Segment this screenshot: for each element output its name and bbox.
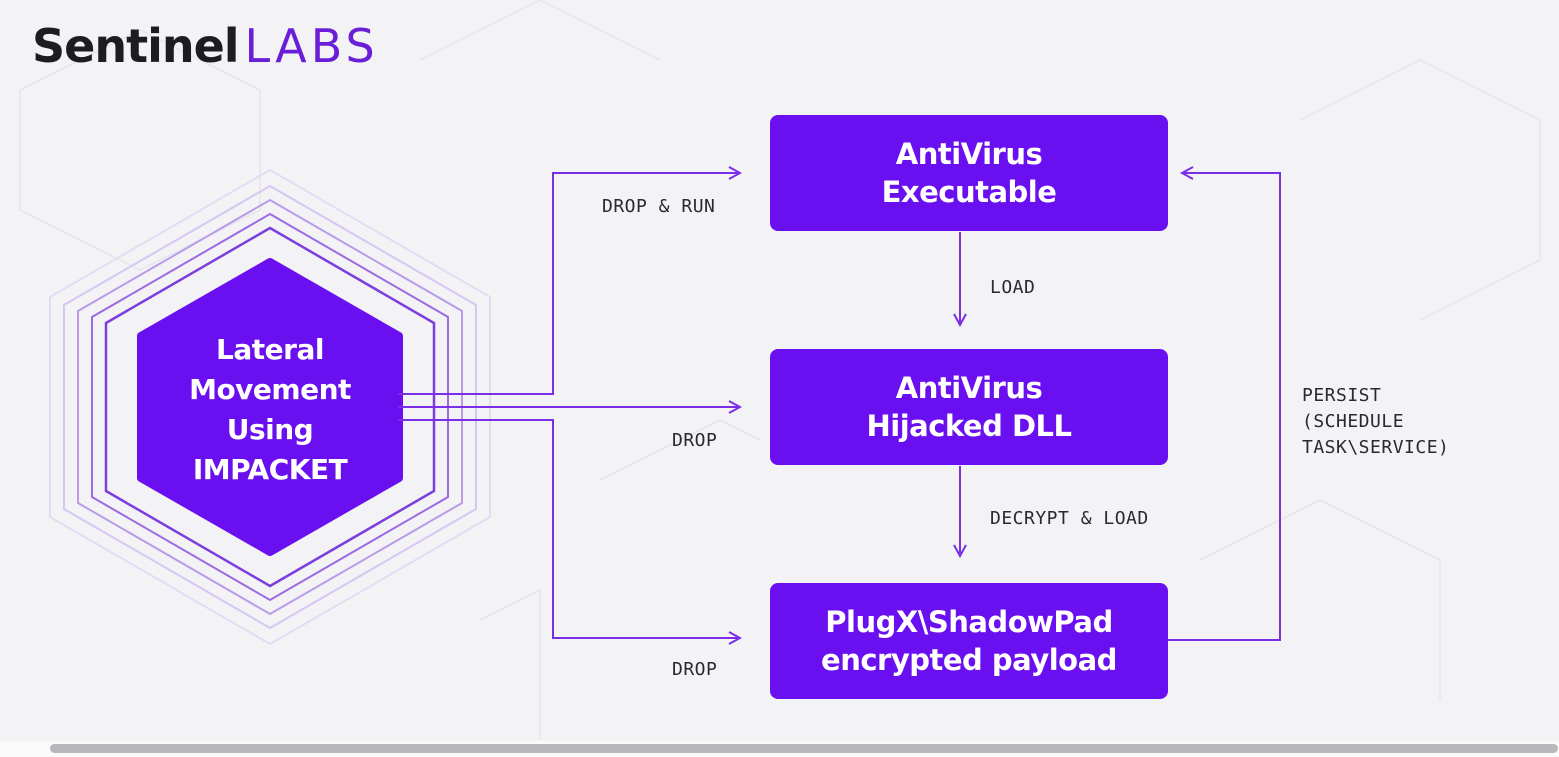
label-drop-run: DROP & RUN [602, 196, 716, 217]
antivirus-hijacked-dll-box: AntiVirus Hijacked DLL [770, 349, 1168, 465]
connectors [398, 173, 1281, 641]
label-drop-payload: DROP [672, 659, 718, 680]
persist-line-3: TASK\SERVICE) [1302, 437, 1450, 458]
hexagon-core [137, 258, 403, 556]
background-pattern [19, 0, 1541, 740]
box-line-1: PlugX\ShadowPad [825, 605, 1113, 639]
arrow-drop-payload [398, 419, 740, 638]
logo-part-sentinel: Sentinel [32, 19, 240, 73]
label-load: LOAD [990, 277, 1036, 298]
label-drop-dll: DROP [672, 430, 718, 451]
hexagon-label: Lateral Movement Using IMPACKET [150, 320, 390, 500]
hexagon-line-1: Lateral [216, 333, 324, 366]
hexagon-line-3: Using [226, 413, 314, 446]
box-line-2: encrypted payload [821, 643, 1117, 677]
label-decrypt-load: DECRYPT & LOAD [990, 508, 1149, 529]
persist-line-1: PERSIST [1302, 385, 1382, 406]
arrow-drop-run [398, 173, 740, 395]
logo-part-labs: LABS [244, 19, 379, 73]
box-line-2: Hijacked DLL [866, 409, 1072, 443]
box-line-2: Executable [881, 175, 1057, 209]
hexagon-line-2: Movement [189, 373, 351, 406]
arrow-persist [1168, 173, 1281, 641]
persist-line-2: (SCHEDULE [1302, 411, 1405, 432]
scrollbar-thumb[interactable] [50, 744, 1558, 753]
antivirus-executable-box: AntiVirus Executable [770, 115, 1168, 231]
plugx-payload-box: PlugX\ShadowPad encrypted payload [770, 583, 1168, 699]
box-line-1: AntiVirus [895, 137, 1043, 171]
label-persist: PERSIST (SCHEDULE TASK\SERVICE) [1302, 383, 1449, 461]
hexagon-rings [49, 168, 491, 646]
hexagon-line-4: IMPACKET [192, 453, 348, 486]
box-line-1: AntiVirus [895, 371, 1043, 405]
